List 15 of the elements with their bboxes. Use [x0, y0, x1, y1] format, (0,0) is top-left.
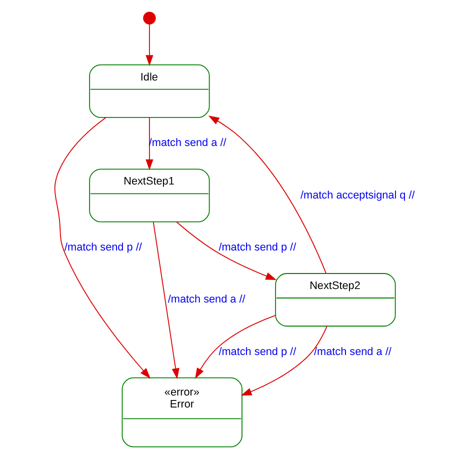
- arrow: [176, 221, 277, 280]
- arrow: [146, 117, 154, 170]
- edge-label: /match send p //: [218, 346, 296, 358]
- edge-label: /match send a //: [314, 346, 392, 358]
- edge-label: /match send a //: [168, 294, 246, 306]
- arrow: [195, 315, 276, 379]
- edge-label: /match acceptsignal q //: [300, 189, 415, 202]
- edge-label: /match send p //: [218, 241, 296, 254]
- edge-label: /match send p //: [64, 241, 142, 254]
- arrow: [240, 326, 328, 396]
- arrow: [54, 117, 151, 379]
- arrow: [152, 221, 180, 380]
- arrow: [146, 24, 154, 66]
- node-circle: [143, 12, 156, 24]
- arrow: [208, 116, 326, 274]
